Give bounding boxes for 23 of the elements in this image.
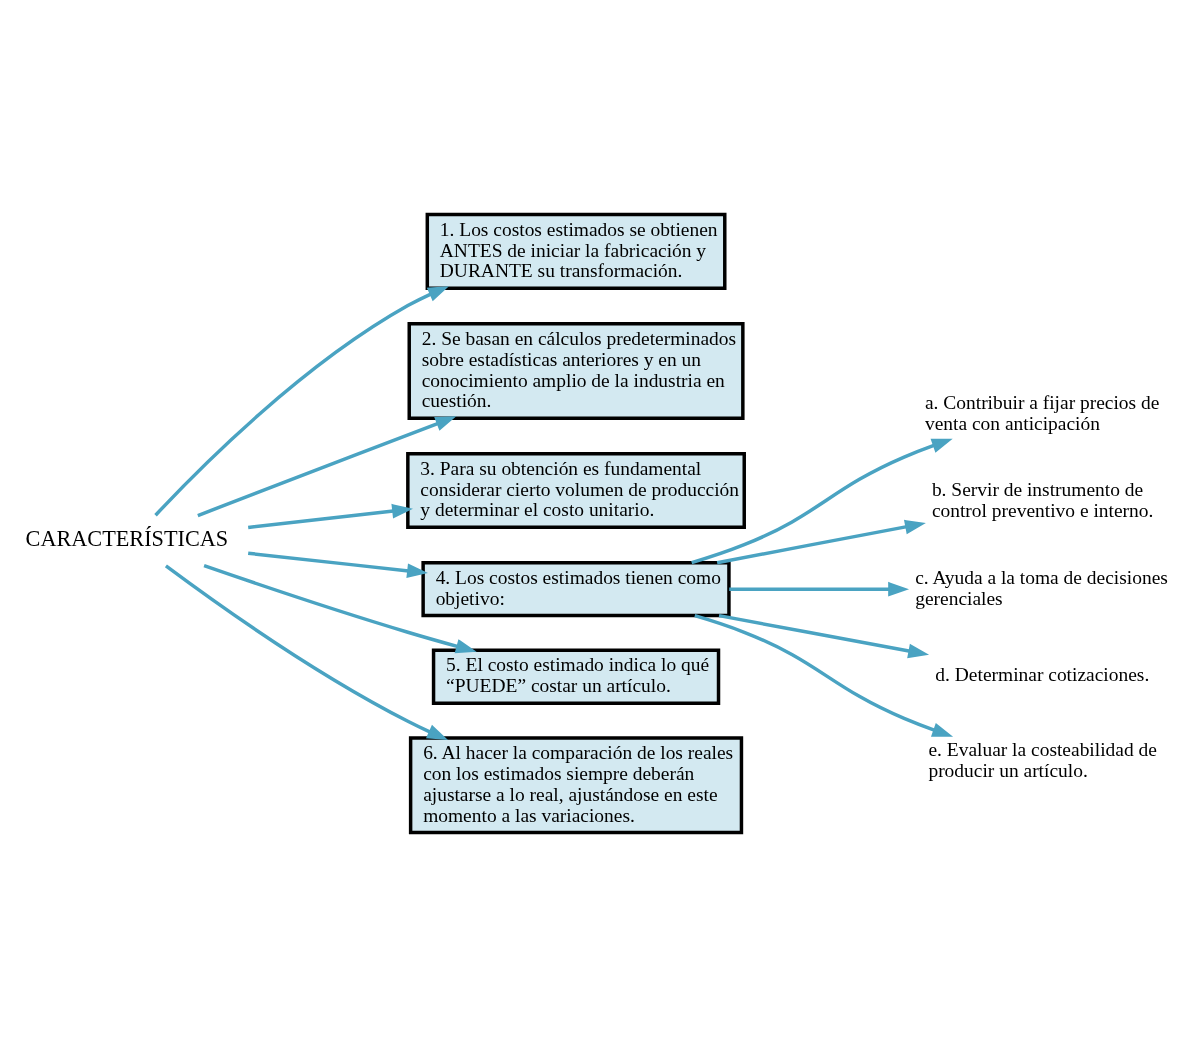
arrow [197, 415, 457, 517]
node-box: 2. Se basan en cálculos predeterminados sobre estadísticas anteriores y en un conocimiento amplio de la industria en cuestión. [407, 321, 745, 420]
node-box: 6. Al hacer la comparación de los reales con los estimados siempre deberán ajustarse a lo real, ajustándose en este momento a las variaciones. [408, 735, 744, 834]
arrow [248, 503, 413, 529]
arrow [718, 613, 930, 658]
node-text: b. Servir de instrumento de control preventivo e interno. [931, 478, 1154, 521]
arrow [164, 563, 449, 740]
node-box: 1. Los costos estimados se obtienen ANTES de iniciar la fabricación y DURANTE su transformación. [425, 212, 727, 290]
arrow [203, 563, 477, 653]
arrow [248, 551, 428, 578]
node-box: 3. Para su obtención es fundamental considerar cierto volumen de producción y determinar el costo unitario. [406, 451, 746, 529]
arrow [729, 581, 910, 596]
arrow [694, 613, 954, 737]
node-text: CARACTERÍSTICAS [25, 525, 229, 551]
node-box: 4. Los costos estimados tienen como objetivo: [421, 560, 731, 617]
node-text: c. Ayuda a la toma de decisiones gerenciales [915, 566, 1168, 609]
node-text: d. Determinar cotizaciones. [935, 663, 1150, 685]
node-text: e. Evaluar la costeabilidad de producir un artículo. [928, 738, 1157, 781]
node-box: 5. El costo estimado indica lo qué “PUEDE” costar un artículo. [431, 648, 721, 705]
arrow [154, 285, 449, 516]
arrow [691, 438, 953, 564]
arrow [716, 519, 926, 564]
node-text: a. Contribuir a fijar precios de venta con anticipación [924, 391, 1160, 434]
